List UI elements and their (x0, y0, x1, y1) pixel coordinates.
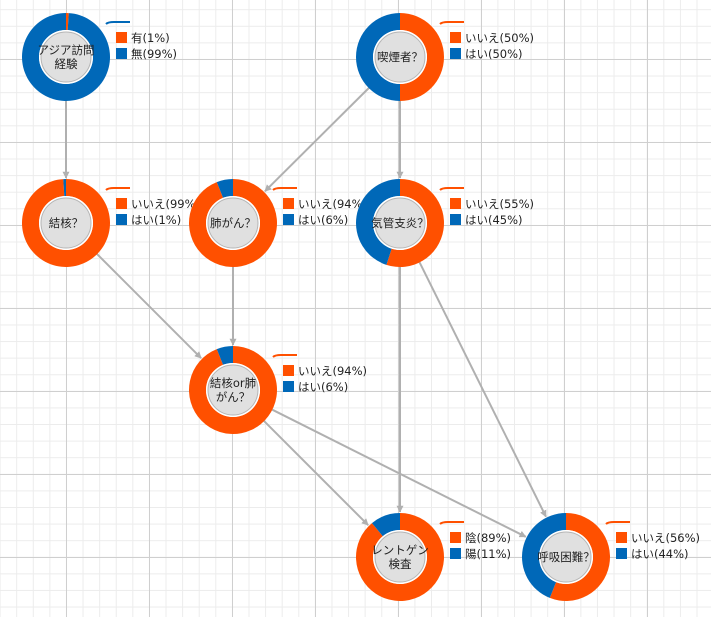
edge-either-to-dysp (270, 407, 527, 538)
node-label: 結核or肺 (210, 376, 257, 390)
legend-swatch-1 (450, 214, 461, 225)
node-smoke[interactable]: 喫煙者？ いいえ(50%) はい(50%) (355, 13, 534, 101)
ring-segment-asia-state-1 (21, 13, 111, 101)
edge-either-to-xray (261, 418, 369, 526)
legend-swatch-0 (283, 198, 294, 209)
legend-tab-line (439, 187, 464, 191)
ring-segment-dysp-state-1 (522, 513, 566, 598)
ring-segment-asia-state-0 (66, 13, 69, 31)
ring-segment-smoke-state-1 (355, 13, 400, 101)
node-label: 肺がん？ (210, 216, 256, 230)
legend-swatch-1 (283, 214, 294, 225)
ring-segment-either-state-0 (189, 345, 278, 434)
legend-swatch-0 (450, 198, 461, 209)
node-tub[interactable]: 結核？ いいえ(99% はい(1%) (21, 179, 196, 268)
node-center (40, 31, 92, 83)
legend-label-dysp-0: いいえ(56%) (631, 531, 700, 545)
node-bronc[interactable]: 気管支炎？ いいえ(55%) はい(45%) (356, 179, 534, 267)
legend-swatch-1 (450, 48, 461, 59)
legend-tab-line (605, 521, 630, 525)
ring-segment-bronc-state-0 (386, 179, 444, 267)
node-label: 呼吸困難？ (537, 550, 595, 564)
legend-label-tub-0: いいえ(99% (131, 197, 196, 211)
ring-segment-either-state-1 (216, 346, 233, 365)
legend-swatch-1 (283, 381, 294, 392)
legend-swatch-1 (116, 214, 127, 225)
legend-tab-line (105, 187, 130, 191)
legend-swatch-1 (616, 548, 627, 559)
legend-label-xray-0: 陰(89%) (465, 531, 511, 545)
ring-segment-lung-state-1 (216, 179, 233, 198)
legend-swatch-0 (450, 532, 461, 543)
node-center (207, 364, 259, 416)
ring-segment-bronc-state-1 (356, 179, 400, 265)
node-label: がん？ (216, 390, 251, 404)
legend-label-smoke-0: いいえ(50%) (465, 31, 534, 45)
legend-label-lung-0: いいえ(94% (298, 197, 363, 211)
legend-tab-line (272, 187, 297, 191)
ring-segment-tub-state-1 (63, 179, 66, 197)
legend-label-asia-1: 無(99%) (131, 47, 177, 61)
legend-swatch-0 (616, 532, 627, 543)
node-center (207, 197, 259, 249)
legend-tab-line (272, 354, 297, 358)
edge-smoke-to-lung (264, 85, 371, 192)
node-label: 気管支炎？ (371, 216, 429, 230)
legend-label-either-1: はい(6%) (298, 380, 348, 394)
node-label: アジア訪問 (37, 43, 94, 57)
legend-swatch-0 (450, 32, 461, 43)
legend-label-dysp-1: はい(44%) (631, 547, 689, 561)
node-label: 経験 (55, 57, 78, 71)
legend-swatch-0 (116, 32, 127, 43)
node-dysp[interactable]: 呼吸困難？ いいえ(56%) はい(44%) (522, 513, 700, 602)
legend-tab-line (439, 21, 464, 25)
legend-label-bronc-1: はい(45%) (465, 213, 523, 227)
ring-segment-lung-state-0 (188, 179, 277, 267)
legend-swatch-1 (116, 48, 127, 59)
ring-segment-xray-state-1 (371, 513, 400, 537)
node-label: レントゲン (371, 543, 429, 557)
legend-swatch-0 (116, 198, 127, 209)
ring-segment-tub-state-0 (21, 179, 110, 268)
node-center (374, 31, 426, 83)
node-center (374, 531, 426, 583)
edge-tub-to-either (94, 251, 202, 359)
ring-segment-dysp-state-0 (549, 513, 610, 602)
legend-swatch-0 (283, 365, 294, 376)
ring-segment-smoke-state-0 (400, 13, 444, 101)
legend-label-tub-1: はい(1%) (131, 213, 181, 227)
legend-swatch-1 (450, 548, 461, 559)
edge-bronc-to-dysp (417, 260, 547, 518)
node-center (540, 531, 592, 583)
legend-label-lung-1: はい(6%) (298, 213, 348, 227)
legend-label-xray-1: 陽(11%) (465, 547, 511, 561)
node-center (40, 197, 92, 249)
node-label: 検査 (389, 557, 412, 571)
ring-segment-xray-state-0 (356, 513, 445, 601)
node-lung[interactable]: 肺がん？ いいえ(94% はい(6%) (188, 179, 363, 267)
edges (62, 85, 547, 538)
node-center (374, 197, 426, 249)
node-label: 喫煙者？ (377, 50, 423, 64)
legend-label-bronc-0: いいえ(55%) (465, 197, 534, 211)
legend-label-asia-0: 有(1%) (131, 31, 170, 45)
legend-label-either-0: いいえ(94%) (298, 364, 367, 378)
legend-label-smoke-1: はい(50%) (465, 47, 523, 61)
legend-tab-line (439, 521, 464, 525)
node-label: 結核？ (49, 216, 84, 230)
legend-tab-line (105, 21, 130, 25)
